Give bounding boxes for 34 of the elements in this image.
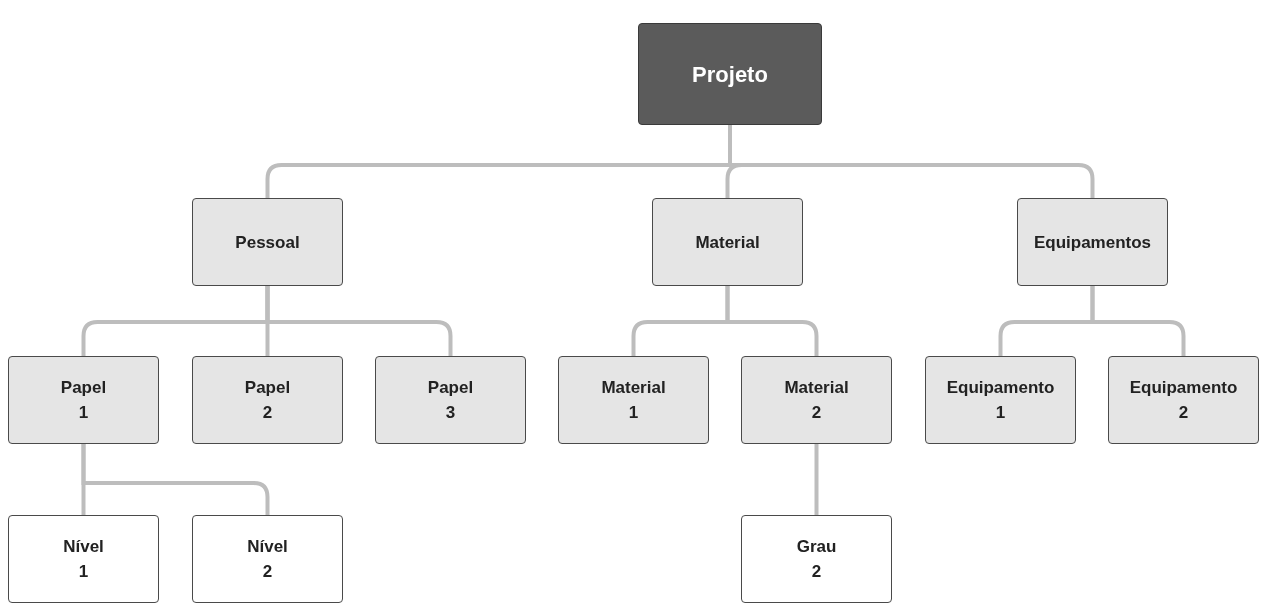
org-box: [192, 356, 343, 444]
org-box: [8, 515, 159, 603]
box-label: Material: [695, 231, 760, 254]
box-label: Nível 1: [63, 536, 104, 583]
connector-line: [81, 444, 270, 515]
connector-line: [814, 444, 819, 515]
box-label: Papel 3: [427, 377, 474, 424]
org-box: [652, 198, 803, 286]
box-label: Equipamento 1: [946, 377, 1055, 424]
connector-line: [1090, 286, 1186, 356]
box-label: Papel 2: [244, 377, 291, 424]
box-label: Papel 1: [60, 377, 107, 424]
org-box: [375, 356, 526, 444]
connector-line: [265, 286, 453, 356]
box-label: Grau 2: [796, 536, 837, 583]
org-box: [638, 23, 822, 125]
org-box: [192, 198, 343, 286]
org-box: [741, 515, 892, 603]
box-label: Pessoal: [235, 231, 300, 254]
box-label: Projeto: [692, 61, 768, 87]
connector-line: [725, 286, 819, 356]
org-box: [8, 356, 159, 444]
org-box: [558, 356, 709, 444]
box-label: Material 2: [784, 377, 849, 424]
org-box: [925, 356, 1076, 444]
org-box: [1108, 356, 1259, 444]
box-label: Material 1: [601, 377, 666, 424]
org-box: [192, 515, 343, 603]
org-box: [741, 356, 892, 444]
org-box: [1017, 198, 1168, 286]
box-label: Equipamentos: [1033, 231, 1152, 254]
box-label: Equipamento 2: [1129, 377, 1238, 424]
connector-line: [728, 125, 1095, 198]
box-label: Nível 2: [247, 536, 288, 583]
